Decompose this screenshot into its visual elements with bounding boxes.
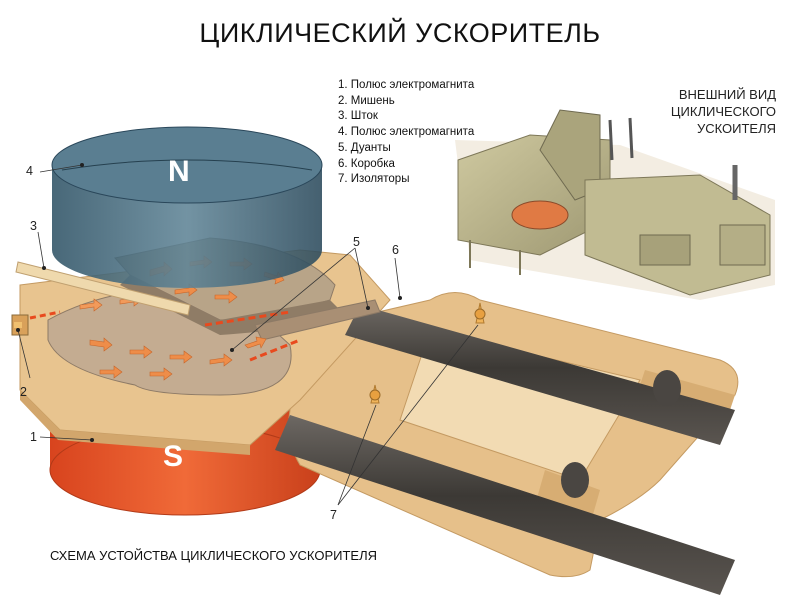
north-pole-label: N <box>168 155 190 188</box>
callout-1: 1 <box>30 430 37 444</box>
leader-lines <box>17 164 479 506</box>
legend-item: 7. Изоляторы <box>338 173 410 186</box>
legend-item: 1. Полюс электромагнита <box>338 79 475 91</box>
legend-item: 3. Шток <box>338 110 378 123</box>
callout-6: 6 <box>392 243 399 257</box>
legend-item: 5. Дуанты <box>338 141 391 154</box>
leader-dots <box>16 163 402 442</box>
page-title: ЦИКЛИЧЕСКИЙ УСКОРИТЕЛЬ <box>199 18 601 48</box>
callout-2: 2 <box>20 385 27 399</box>
north-pole <box>51 126 323 288</box>
callout-3: 3 <box>30 219 37 233</box>
legend-list: 1. Полюс электромагнита 2. Мишень 3. Што… <box>338 78 474 188</box>
legend-item: 4. Полюс электромагнита <box>338 126 475 139</box>
diagram-caption: СХЕМА УСТОЙСТВА ЦИКЛИЧЕСКОГО УСКОРИТЕЛЯ <box>50 548 377 563</box>
external-view-line: УСКОИТЕЛЯ <box>696 121 776 136</box>
target <box>11 314 29 336</box>
callout-4: 4 <box>26 164 33 178</box>
external-view-line: ЦИКЛИЧЕСКОГО <box>670 104 776 119</box>
stem <box>15 261 191 316</box>
machine-picture <box>455 109 775 300</box>
insulators <box>369 302 486 404</box>
callout-5: 5 <box>353 235 360 249</box>
legend-item: 6. Коробка <box>338 157 395 170</box>
legend-item: 2. Мишень <box>338 94 395 107</box>
external-view-line: ВНЕШНИЙ ВИД <box>678 87 776 102</box>
external-view-heading: ВНЕШНИЙ ВИД ЦИКЛИЧЕСКОГО УСКОИТЕЛЯ <box>630 86 776 137</box>
rods <box>275 305 735 595</box>
south-pole-label: S <box>163 440 184 473</box>
callout-7: 7 <box>330 508 337 522</box>
